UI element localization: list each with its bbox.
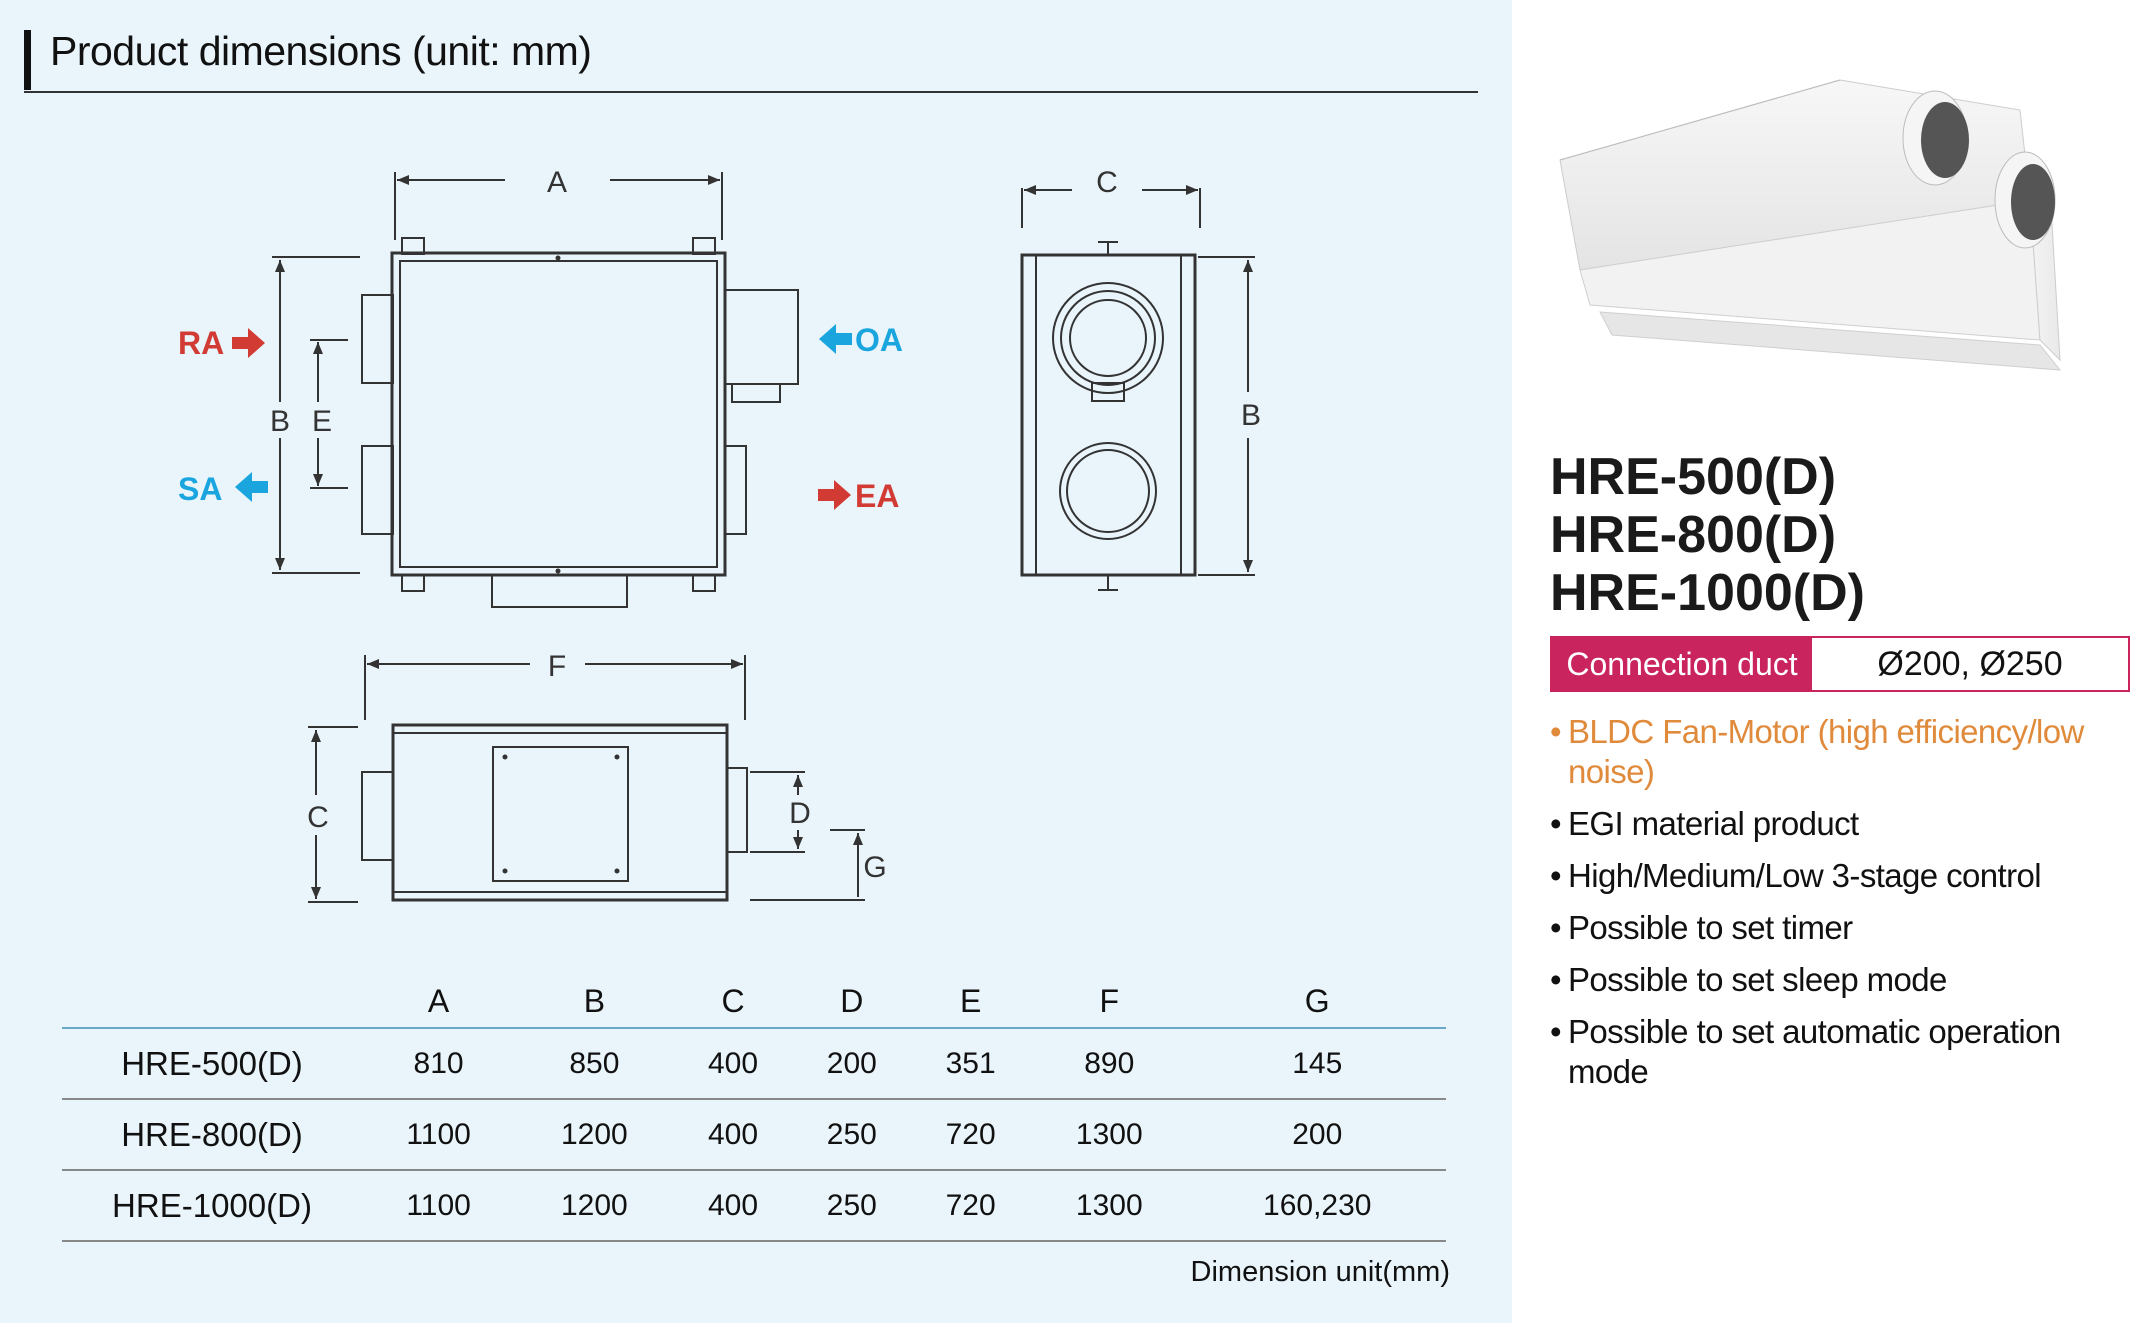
port-label-ra: RA (178, 325, 224, 361)
table-cell: 850 (569, 1046, 620, 1080)
connection-duct-label: Connection duct (1552, 638, 1812, 690)
feature-item: High/Medium/Low 3-stage control (1550, 856, 2140, 896)
dim-label-c: C (307, 801, 329, 834)
table-cell-model: HRE-800(D) (121, 1115, 303, 1153)
connection-duct-value: Ø200, Ø250 (1877, 644, 2063, 683)
table-cell: 1300 (1075, 1188, 1143, 1222)
model-name: HRE-500(D) (1550, 448, 1837, 506)
table-cell-model: HRE-1000(D) (112, 1186, 312, 1224)
dim-label-c-side: C (1096, 166, 1118, 199)
ra-arrow-icon (232, 328, 265, 358)
section-title: Product dimensions (unit: mm) (50, 28, 592, 74)
table-cell: 351 (945, 1046, 996, 1080)
top-view-drawing (272, 172, 799, 608)
table-cell: 400 (707, 1188, 759, 1222)
table-row: HRE-800(D) 1100 1200 400 250 720 1300 20… (62, 1099, 1446, 1170)
table-row: HRE-500(D) 810 850 400 200 351 890 145 (62, 1028, 1446, 1099)
table-cell: 720 (945, 1117, 996, 1151)
table-cell: 400 (707, 1117, 759, 1151)
table-cell: 400 (707, 1046, 759, 1080)
port-label-ea: EA (855, 478, 899, 514)
dimension-drawings: A B E C B F C D G RA SA OA EA (178, 166, 1261, 903)
table-header-row: A B C D E F G (62, 975, 1446, 1028)
table-cell: 1100 (406, 1117, 471, 1151)
dimension-table: A B C D E F G HRE-500(D) 810 850 400 200… (62, 975, 1446, 1242)
feature-item: EGI material product (1550, 804, 2140, 844)
feature-item: BLDC Fan-Motor (high efficiency/low nois… (1550, 712, 2140, 792)
table-header: E (959, 982, 982, 1019)
dim-label-g: G (863, 851, 886, 884)
title-rule (24, 91, 1478, 93)
table-cell: 160,230 (1263, 1188, 1372, 1222)
dim-label-d: D (789, 797, 811, 830)
sa-arrow-icon (235, 472, 268, 502)
table-cell: 200 (1292, 1117, 1343, 1151)
title-accent-bar (24, 30, 31, 90)
table-cell: 250 (826, 1188, 877, 1222)
table-header: G (1304, 982, 1330, 1019)
table-cell: 250 (826, 1117, 877, 1151)
port-label-sa: SA (178, 471, 222, 507)
table-row: HRE-1000(D) 1100 1200 400 250 720 1300 1… (62, 1170, 1446, 1241)
table-cell: 810 (413, 1046, 464, 1080)
table-cell: 1300 (1075, 1117, 1143, 1151)
dimensions-panel (0, 0, 1512, 1323)
feature-item: Possible to set automatic operation mode (1550, 1012, 2140, 1092)
table-header: F (1099, 982, 1120, 1019)
table-header: A (427, 982, 450, 1019)
model-names: HRE-500(D) HRE-800(D) HRE-1000(D) (1550, 448, 1865, 622)
table-cell: 1100 (406, 1188, 471, 1222)
table-cell: 200 (826, 1046, 877, 1080)
dim-label-a: A (547, 166, 567, 199)
front-view-drawing (308, 655, 865, 903)
table-cell: 145 (1292, 1046, 1343, 1080)
dim-label-e: E (312, 405, 332, 438)
table-cell: 890 (1084, 1046, 1135, 1080)
feature-list: BLDC Fan-Motor (high efficiency/low nois… (1550, 712, 2140, 1104)
side-view-drawing (1020, 188, 1255, 591)
table-header (62, 975, 362, 1028)
oa-arrow-icon (819, 324, 852, 354)
feature-item: Possible to set timer (1550, 908, 2140, 948)
connection-duct-box: Connection duct Ø200, Ø250 (1550, 636, 2130, 692)
dimension-unit-note: Dimension unit(mm) (1190, 1256, 1450, 1288)
model-name: HRE-1000(D) (1550, 564, 1865, 622)
product-photo (1559, 79, 2062, 371)
table-cell-model: HRE-500(D) (121, 1044, 303, 1082)
model-name: HRE-800(D) (1550, 506, 1837, 564)
ea-arrow-icon (818, 480, 851, 510)
table-header: B (583, 982, 606, 1019)
table-cell: 1200 (560, 1117, 628, 1151)
table-cell: 720 (945, 1188, 996, 1222)
feature-item: Possible to set sleep mode (1550, 960, 2140, 1000)
table-header: D (840, 982, 864, 1019)
dim-label-f: F (548, 650, 566, 683)
dim-label-b: B (270, 405, 290, 438)
table-header: C (721, 982, 745, 1019)
port-label-oa: OA (855, 322, 903, 358)
table-cell: 1200 (560, 1188, 628, 1222)
dim-label-b-side: B (1241, 399, 1261, 432)
